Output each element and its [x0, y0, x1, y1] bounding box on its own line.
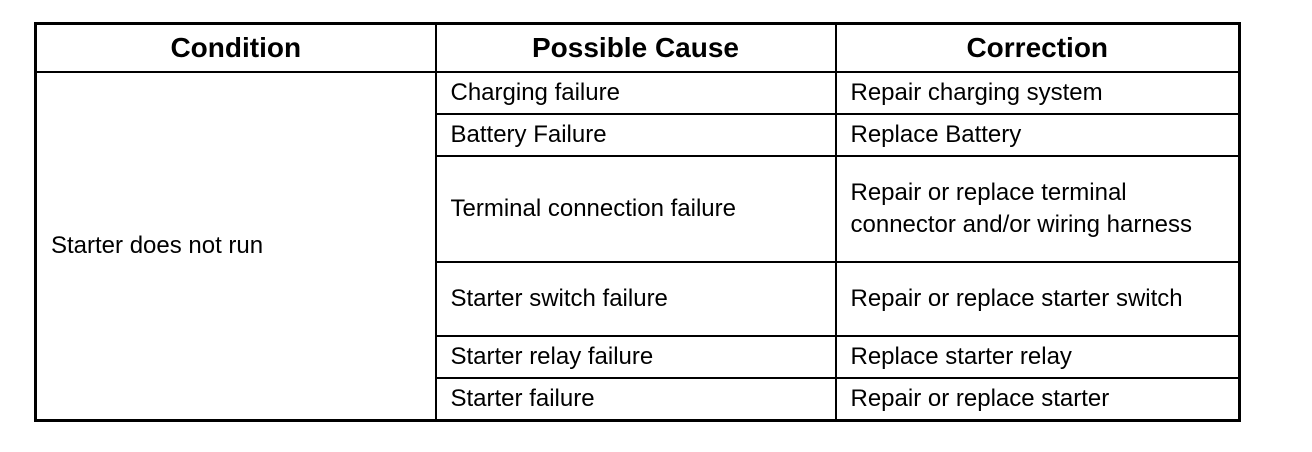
header-correction: Correction: [834, 22, 1241, 73]
correction-cell: Repair or replace terminal connector and…: [834, 155, 1241, 263]
table-row: Battery Failure Replace Battery: [36, 113, 1241, 157]
table-row: Terminal connection failure Repair or re…: [36, 155, 1241, 263]
correction-cell: Repair or replace starter: [834, 377, 1241, 422]
correction-cell: Repair charging system: [834, 71, 1241, 115]
correction-cell: Repair or replace starter switch: [834, 261, 1241, 337]
table-row: Starter failure Repair or replace starte…: [36, 377, 1241, 422]
cause-cell: Battery Failure: [434, 113, 837, 157]
table-row: Starter relay failure Replace starter re…: [36, 335, 1241, 379]
cause-cell: Starter failure: [434, 377, 837, 422]
correction-cell: Replace starter relay: [834, 335, 1241, 379]
troubleshooting-table-container: Condition Possible Cause Correction Star…: [34, 22, 1241, 422]
cause-cell: Terminal connection failure: [434, 155, 837, 263]
table-row: Starter does not run Charging failure Re…: [34, 71, 1241, 422]
cause-cell: Starter switch failure: [434, 261, 837, 337]
cause-cell: Charging failure: [434, 71, 837, 115]
correction-cell: Replace Battery: [834, 113, 1241, 157]
troubleshooting-table: Condition Possible Cause Correction Star…: [34, 22, 1241, 422]
condition-cell: Starter does not run: [34, 71, 437, 422]
header-possible-cause: Possible Cause: [434, 22, 837, 73]
header-condition: Condition: [34, 22, 437, 73]
table-row: Starter switch failure Repair or replace…: [36, 261, 1241, 337]
cause-cell: Starter relay failure: [434, 335, 837, 379]
table-header-row: Condition Possible Cause Correction: [34, 22, 1241, 73]
